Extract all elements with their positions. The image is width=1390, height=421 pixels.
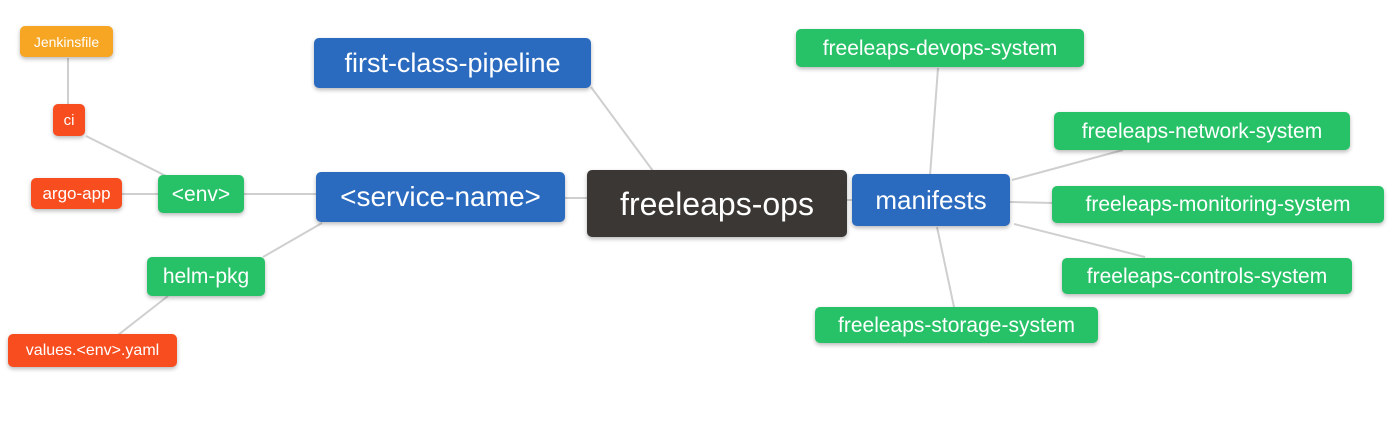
edge-manifests-devops <box>929 67 939 177</box>
edge-ci-env <box>85 135 169 178</box>
edge-service-name-helm-pkg <box>262 222 323 258</box>
edge-manifests-network <box>1011 149 1124 181</box>
node-first-class-pipeline[interactable]: first-class-pipeline <box>314 38 591 88</box>
edge-manifests-storage <box>936 226 955 308</box>
edge-manifests-monitoring <box>1009 201 1054 204</box>
node-manifests[interactable]: manifests <box>852 174 1010 226</box>
node-helm-pkg[interactable]: helm-pkg <box>147 257 265 296</box>
edge-manifests-controls <box>1013 223 1146 258</box>
node-values-env-yaml[interactable]: values.<env>.yaml <box>8 334 177 367</box>
node-freeleaps-controls-system[interactable]: freeleaps-controls-system <box>1062 258 1352 294</box>
node-freeleaps-devops-system[interactable]: freeleaps-devops-system <box>796 29 1084 67</box>
node-argo-app[interactable]: argo-app <box>31 178 122 209</box>
edge-helm-pkg-values <box>117 295 169 336</box>
node-freeleaps-storage-system[interactable]: freeleaps-storage-system <box>815 307 1098 343</box>
node-env[interactable]: <env> <box>158 175 244 213</box>
node-service-name[interactable]: <service-name> <box>316 172 565 222</box>
node-freeleaps-ops[interactable]: freeleaps-ops <box>587 170 847 237</box>
node-freeleaps-monitoring-system[interactable]: freeleaps-monitoring-system <box>1052 186 1384 223</box>
node-ci[interactable]: ci <box>53 104 85 136</box>
edge-pipeline-ops <box>590 86 654 172</box>
node-freeleaps-network-system[interactable]: freeleaps-network-system <box>1054 112 1350 150</box>
node-jenkinsfile[interactable]: Jenkinsfile <box>20 26 113 57</box>
